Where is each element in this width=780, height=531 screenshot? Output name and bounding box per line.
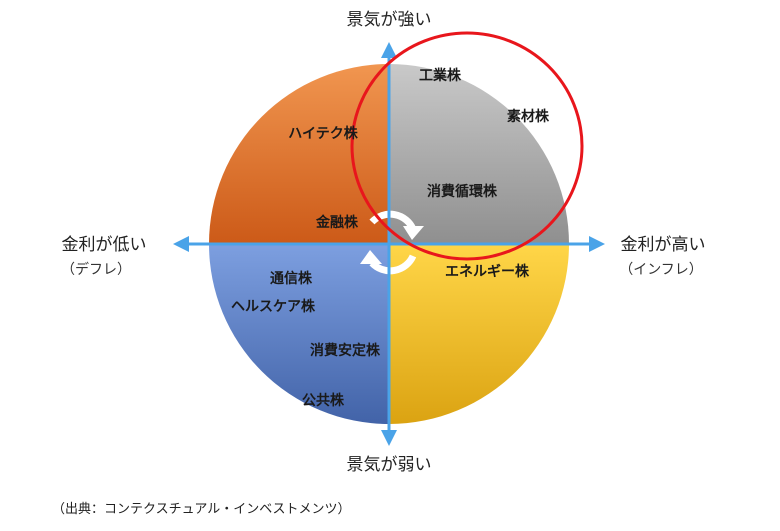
axis-label-top: 景気が強い bbox=[347, 10, 432, 30]
sector-label: エネルギー株 bbox=[445, 263, 530, 280]
axis-arrowheads bbox=[173, 42, 605, 446]
cycle-arrows-icon bbox=[369, 210, 417, 275]
sector-label: 素材株 bbox=[507, 108, 550, 125]
axis-sublabel-left: （デフレ） bbox=[61, 261, 131, 278]
axis-label-left: 金利が低い bbox=[62, 235, 147, 255]
sector-label: 通信株 bbox=[270, 270, 313, 287]
highlight-circle bbox=[350, 31, 584, 261]
source-citation: （出典：コンテクスチュアル・インベストメンツ） bbox=[52, 502, 351, 517]
quadrant-top-right bbox=[389, 64, 569, 244]
axis-label-bottom: 景気が弱い bbox=[347, 455, 432, 475]
sector-label: 公共株 bbox=[302, 392, 345, 409]
quadrant-top-left bbox=[209, 64, 389, 244]
sector-label: ハイテク株 bbox=[288, 125, 358, 142]
sector-label: 消費安定株 bbox=[310, 342, 381, 359]
sector-label: 消費循環株 bbox=[427, 183, 498, 200]
axis-label-right: 金利が高い bbox=[621, 235, 706, 255]
sector-label: 金融株 bbox=[315, 214, 359, 231]
axis-sublabel-right: （インフレ） bbox=[619, 262, 703, 278]
sector-label: ヘルスケア株 bbox=[231, 298, 316, 315]
quadrant-bottom-right bbox=[389, 244, 569, 424]
quadrant-bottom-left bbox=[209, 244, 389, 424]
sector-label: 工業株 bbox=[419, 67, 462, 84]
